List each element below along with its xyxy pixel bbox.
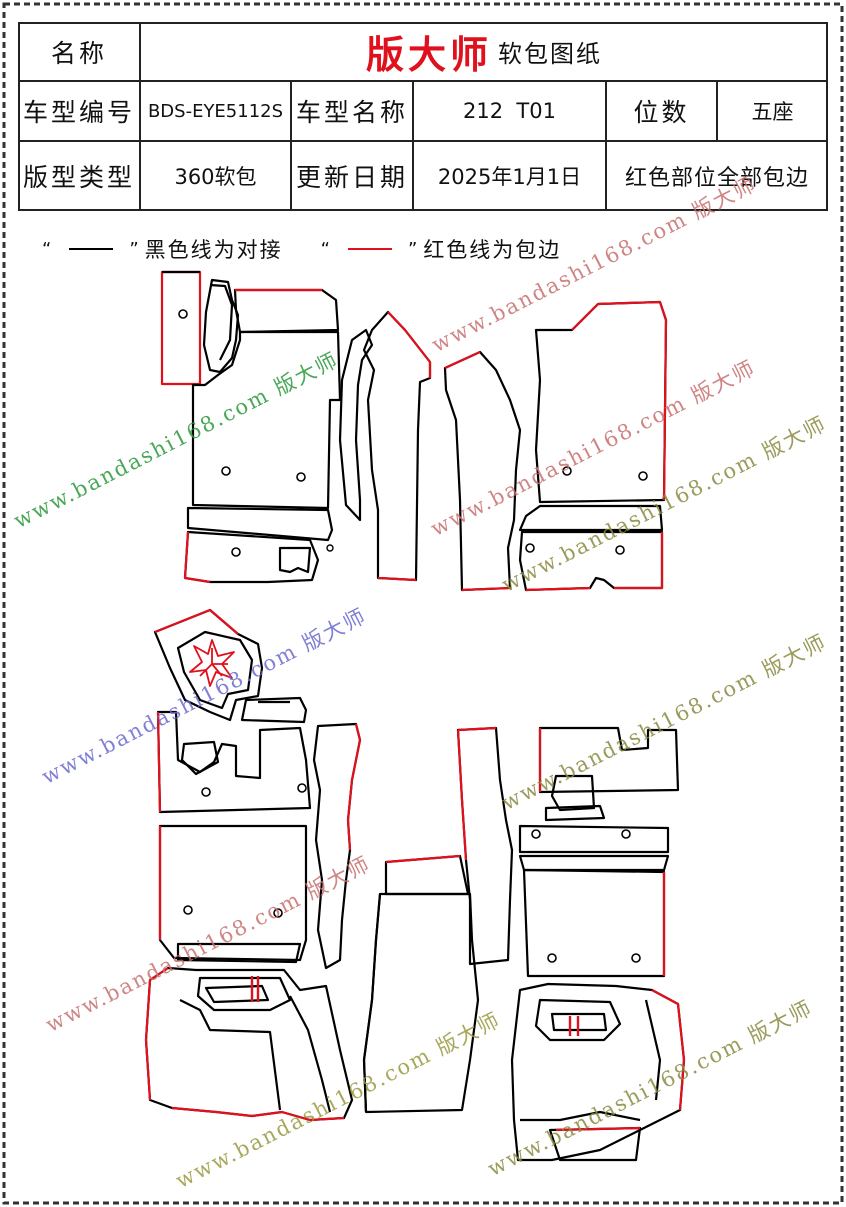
panel-bottom-right-floor bbox=[510, 982, 686, 1162]
header-grid bbox=[18, 22, 828, 211]
panel-bottom-left-pillar bbox=[312, 722, 362, 970]
panel-bottom-center-tunnel bbox=[362, 726, 514, 1114]
update-date-value: 2025年1月1日 bbox=[437, 164, 582, 189]
update-date-label: 更新日期 bbox=[295, 162, 408, 192]
model-code-label: 车型编号 bbox=[22, 98, 135, 127]
model-name-value: 212 T01 bbox=[463, 99, 556, 123]
brand-subtitle: 软包图纸 bbox=[498, 40, 602, 68]
panel-top-left-strip bbox=[202, 278, 240, 374]
legend-open-quote-2: “ bbox=[320, 238, 332, 260]
panel-bottom-left-logo bbox=[153, 608, 264, 722]
brand-title: 版大师 bbox=[365, 33, 492, 77]
red-line-swatch bbox=[347, 248, 392, 250]
panel-top-right-lower bbox=[518, 504, 664, 592]
pattern-type-label: 版型类型 bbox=[22, 162, 135, 192]
panel-bottom-left-seat bbox=[158, 824, 308, 964]
legend-red-text: 红色线为包边 bbox=[423, 238, 562, 262]
legend-open-quote: “ bbox=[42, 238, 54, 260]
panel-top-left-main bbox=[191, 288, 342, 510]
pattern-type-value: 360软包 bbox=[174, 164, 257, 189]
seats-label: 位数 bbox=[633, 98, 690, 127]
line-legend: “ ” 黑色线为对接 “ ” 红色线为包边 bbox=[38, 232, 561, 266]
panel-bottom-right-top bbox=[538, 726, 680, 822]
black-line-swatch bbox=[69, 248, 114, 250]
legend-close-quote: ” bbox=[129, 238, 141, 260]
panel-top-left-lower bbox=[183, 506, 334, 584]
brand-title-cell: 版大师 软包图纸 bbox=[140, 22, 828, 81]
panel-bottom-right-seat bbox=[522, 868, 666, 978]
panel-top-right-main bbox=[534, 300, 668, 504]
legend-black-text: 黑色线为对接 bbox=[144, 238, 283, 262]
name-label: 名称 bbox=[50, 38, 107, 68]
seats-value: 五座 bbox=[751, 100, 794, 124]
logo-star-icon bbox=[189, 639, 235, 687]
panel-top-center-pillar bbox=[362, 310, 432, 582]
edge-note: 红色部位全部包边 bbox=[624, 165, 809, 191]
model-code-value: BDS-EYE5112S bbox=[147, 100, 284, 122]
panel-bottom-left-floor bbox=[144, 966, 354, 1122]
model-name-label: 车型名称 bbox=[295, 98, 408, 127]
legend-close-quote-2: ” bbox=[407, 238, 420, 260]
panel-top-left-tab bbox=[160, 270, 202, 386]
panel-bottom-left-main bbox=[156, 710, 312, 814]
header-table: 名称 版大师 软包图纸 车型编号 BDS-EYE5112S 车型名称 212 T… bbox=[18, 22, 828, 211]
panel-top-left-side-strip bbox=[338, 328, 374, 522]
panel-top-right-pillar bbox=[443, 350, 522, 592]
panel-bottom-left-small bbox=[240, 696, 308, 724]
panel-bottom-right-bar bbox=[518, 824, 670, 872]
